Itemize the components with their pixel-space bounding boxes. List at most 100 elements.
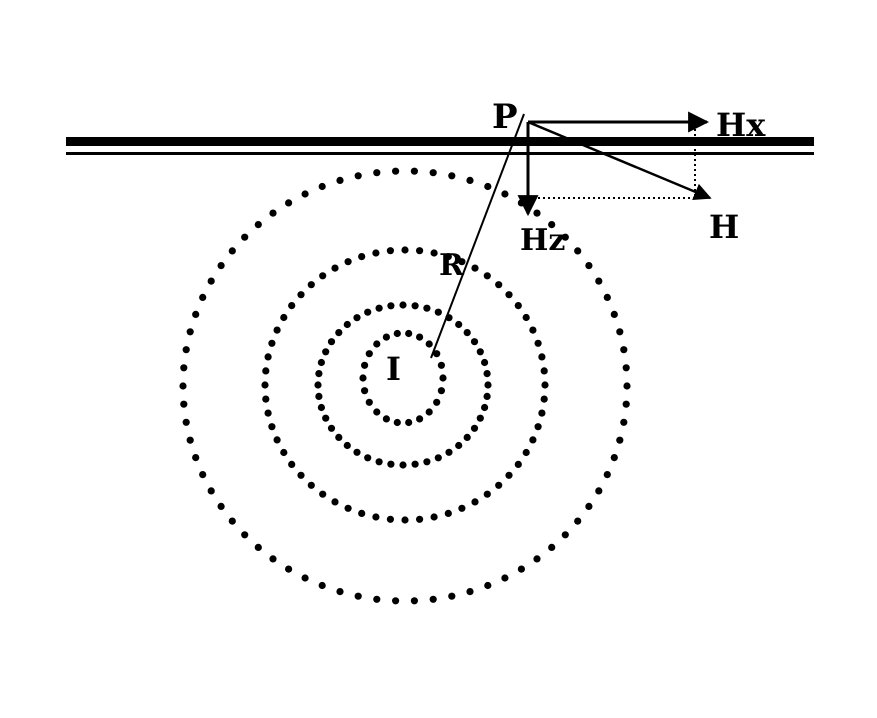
field-line-dot	[359, 374, 367, 382]
field-line-dot	[610, 454, 618, 462]
field-line-dot	[401, 516, 409, 524]
field-line-dot	[315, 370, 323, 378]
field-line-dot	[463, 433, 471, 441]
field-line-dot	[392, 167, 400, 175]
ring-2	[314, 301, 492, 469]
field-line-dot	[476, 414, 484, 422]
field-line-dot	[399, 301, 407, 309]
field-line-dot	[416, 333, 424, 341]
field-line-dot	[448, 592, 456, 600]
field-line-dot	[375, 304, 383, 312]
field-line-dot	[483, 392, 491, 400]
field-line-dot	[434, 454, 442, 462]
field-line-dot	[620, 418, 628, 426]
field-line-dot	[262, 395, 270, 403]
field-line-dot	[434, 308, 442, 316]
field-line-dot	[416, 247, 424, 255]
field-line-dot	[505, 291, 513, 299]
field-line-dot	[463, 329, 471, 337]
field-line-dot	[501, 574, 509, 582]
field-line-dot	[622, 364, 630, 372]
field-line-dot	[437, 387, 445, 395]
field-line-dot	[228, 247, 236, 255]
hx-label: Hx	[716, 106, 766, 144]
field-line-dot	[344, 258, 352, 266]
field-line-dot	[373, 408, 381, 416]
field-line-dot	[476, 348, 484, 356]
field-line-dot	[180, 364, 188, 372]
ring-1	[359, 329, 447, 427]
field-line-dot	[273, 326, 281, 334]
field-line-dot	[386, 247, 394, 255]
field-line-dot	[365, 398, 373, 406]
field-line-dot	[538, 353, 546, 361]
field-line-dot	[501, 190, 509, 198]
field-line-dot	[182, 346, 190, 354]
field-line-dot	[331, 264, 339, 272]
field-line-dot	[327, 338, 336, 346]
field-line-dot	[280, 448, 288, 457]
field-line-dot	[336, 588, 344, 596]
field-line-dot	[471, 264, 479, 272]
field-line-dot	[423, 304, 431, 312]
field-line-dot	[471, 498, 479, 506]
field-line-dot	[522, 448, 530, 457]
field-line-dot	[387, 302, 395, 310]
field-line-dot	[540, 367, 548, 375]
field-line-dot	[444, 509, 452, 517]
field-line-dot	[264, 409, 272, 417]
field-line-dot	[301, 574, 309, 582]
field-line-dot	[548, 221, 556, 229]
field-line-dot	[410, 167, 418, 175]
h-vector-arrow	[527, 120, 712, 201]
field-line-dot	[387, 460, 395, 468]
field-line-dot	[241, 233, 249, 241]
field-line-dot	[429, 595, 437, 603]
field-line-dot	[399, 461, 407, 469]
field-line-dot	[264, 353, 272, 361]
field-line-dot	[574, 517, 582, 525]
ring-3	[261, 246, 549, 524]
field-line-dot	[458, 504, 466, 512]
field-line-dot	[430, 249, 438, 257]
field-line-dot	[343, 441, 351, 450]
field-line-dot	[455, 320, 463, 329]
field-line-dot	[411, 460, 419, 468]
field-line-dot	[423, 458, 431, 466]
field-line-dot	[410, 597, 418, 605]
field-line-dot	[361, 387, 369, 395]
field-line-dot	[268, 339, 276, 347]
field-line-dot	[514, 302, 522, 310]
field-line-dot	[182, 418, 190, 426]
field-line-dot	[364, 308, 372, 316]
field-line-dot	[433, 398, 441, 406]
point-p-label: P	[492, 97, 518, 137]
field-line-dot	[192, 454, 200, 462]
field-line-dot	[393, 418, 401, 427]
field-line-dot	[616, 328, 624, 336]
field-line-dot	[217, 502, 225, 510]
field-line-dot	[335, 329, 343, 337]
field-line-dot	[603, 293, 611, 301]
field-line-dot	[354, 172, 362, 180]
h-label: H	[709, 208, 739, 246]
field-line-dot	[273, 436, 281, 444]
field-line-dot	[314, 381, 322, 389]
field-line-dot	[241, 531, 249, 539]
field-line-dot	[353, 314, 361, 322]
field-line-dot	[199, 471, 207, 479]
field-line-dot	[322, 414, 330, 422]
field-line-dot	[445, 448, 453, 456]
field-line-dot	[585, 262, 593, 270]
field-line-dot	[433, 350, 441, 358]
field-line-dot	[280, 313, 288, 322]
field-line-dot	[361, 361, 369, 369]
field-line-dot	[430, 513, 438, 521]
field-line-dot	[393, 329, 401, 338]
field-line-dot	[382, 333, 390, 341]
field-line-dot	[386, 515, 394, 523]
field-line-dot	[466, 176, 474, 184]
field-line-dot	[610, 310, 618, 318]
field-line-dot	[620, 346, 628, 354]
field-line-dot	[495, 281, 503, 289]
